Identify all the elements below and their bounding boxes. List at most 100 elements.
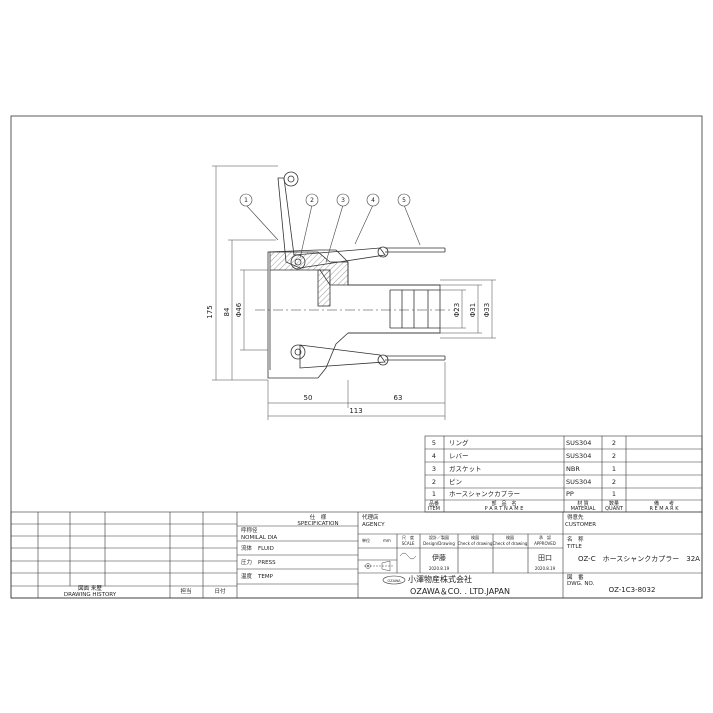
designer-name: 伊藤	[432, 553, 446, 562]
header-item-en: ITEM	[428, 506, 440, 512]
balloon-1-label: 1	[244, 197, 248, 204]
header-name-jp: 部 品 名	[491, 500, 516, 507]
dim-50: 50	[304, 394, 313, 402]
company-name-jp: 小澤物産株式会社	[408, 574, 472, 584]
projection-symbol-icon	[364, 552, 417, 572]
unit-value: mm	[383, 538, 391, 543]
agency-label-jp: 代理店	[362, 513, 379, 521]
approved-label-en: APPROVED	[534, 541, 556, 546]
part-row-5-no: 5	[432, 439, 436, 447]
header-remark-jp: 備 考	[654, 500, 674, 507]
customer-label-jp: 得意先	[567, 513, 584, 521]
gasket	[317, 269, 331, 307]
check2-label-jp: 検図	[506, 534, 514, 540]
title-value: OZ-C ホースシャンクカプラー 32A	[578, 555, 700, 563]
part-row-5-name: リング	[449, 438, 469, 447]
header-qty-jp: 数量	[609, 500, 619, 507]
company-name-en: OZAWA＆CO. . LTD.JAPAN	[410, 587, 510, 596]
date-designed: 2020.8.19	[429, 566, 450, 571]
part-row-3-qty: 1	[612, 465, 616, 473]
coupler-body-outline	[267, 249, 441, 379]
history-label-jp: 図面 来歴	[78, 584, 102, 592]
check-label-en: Check of drawing	[458, 541, 493, 546]
part-row-1-qty: 1	[612, 490, 616, 498]
header-qty-en: QUANT	[605, 506, 624, 512]
spec-label-jp: 仕 様	[310, 513, 327, 521]
balloon-4-label: 4	[371, 197, 375, 204]
dwg-number: OZ-1C3-8032	[609, 586, 656, 594]
part-row-4-material: SUS304	[566, 452, 591, 460]
dim-63: 63	[394, 394, 403, 402]
nominal-label-en: NOMILAL DIA	[241, 535, 277, 541]
part-row-5-material: SUS304	[566, 439, 591, 447]
nominal-label-jp: 呼称径	[241, 526, 258, 534]
balloon-5	[397, 193, 411, 207]
dim-dia23: Φ23	[453, 303, 461, 317]
unit-label: 単位	[362, 537, 370, 543]
title-label-jp: 名 称	[567, 535, 584, 543]
dim-dia31: Φ31	[469, 303, 477, 317]
press-label: 圧力	[241, 558, 252, 566]
coupler-section-view	[255, 171, 455, 379]
header-material-en: MATERIAL	[571, 506, 596, 512]
history-label-en: DRAWING HISTORY	[64, 592, 117, 598]
check-label-jp: 検図	[471, 534, 479, 540]
balloon-3	[336, 193, 350, 207]
temp-label: 温度	[241, 572, 253, 580]
part-row-4-qty: 2	[612, 452, 616, 460]
part-row-3-no: 3	[432, 465, 436, 473]
pin-lower	[290, 344, 306, 360]
part-row-2-no: 2	[432, 478, 436, 486]
title-block-grid	[10, 511, 703, 599]
balloon-group	[239, 193, 421, 263]
pin-upper	[290, 254, 306, 270]
dimension-lines	[212, 165, 496, 420]
approver-name: 田口	[538, 554, 552, 562]
lever-upper-eye	[283, 171, 299, 187]
balloon-4	[366, 193, 380, 207]
fluid-label-en: FLUID	[258, 546, 274, 552]
agency-label-en: AGENCY	[362, 522, 385, 528]
temp-label-en: TEMP	[257, 574, 274, 580]
dim-84: 84	[223, 307, 231, 316]
part-row-2-qty: 2	[612, 478, 616, 486]
dim-dia46: Φ46	[235, 302, 243, 317]
lever-upper	[277, 177, 386, 269]
balloon-3-label: 3	[341, 197, 345, 204]
company-logo: OZAWA	[382, 575, 406, 585]
part-row-1-no: 1	[432, 490, 436, 498]
scale-label-jp: 尺 度	[402, 534, 414, 540]
title-label-en: TITLE	[566, 544, 582, 550]
part-row-2-name: ピン	[449, 478, 462, 486]
balloon-2	[305, 193, 319, 207]
design-label-en: Design/Drawing	[423, 541, 455, 546]
header-material-jp: 材 質	[577, 500, 589, 507]
parts-list-table	[424, 435, 703, 513]
scale-label-en: SCALE	[402, 541, 415, 546]
part-row-5-qty: 2	[612, 439, 616, 447]
part-row-4-no: 4	[432, 452, 436, 460]
press-label-en: PRESS	[258, 560, 276, 566]
charge-label: 担当	[180, 587, 191, 595]
design-label-jp: 設計／製図	[429, 534, 449, 540]
part-row-1-material: PP	[566, 490, 574, 498]
dim-175: 175	[206, 305, 214, 318]
dim-dia33: Φ33	[483, 303, 491, 317]
header-item-jp: 品番	[429, 500, 439, 507]
balloon-5-label: 5	[402, 197, 406, 204]
upper-wall-hatch	[269, 251, 349, 286]
dim-113: 113	[349, 407, 362, 415]
balloon-2-label: 2	[310, 197, 314, 204]
header-name-en: P A R T N A M E	[485, 506, 524, 512]
fluid-label: 流体	[241, 544, 253, 552]
part-row-1-name: ホースシャンクカプラー	[449, 490, 520, 498]
date-approved: 2020.8.19	[535, 566, 556, 571]
spec-label-en: SPECIFICATION	[297, 521, 338, 527]
balloon-1	[239, 193, 253, 207]
approved-label-jp: 承 認	[539, 534, 551, 540]
part-row-3-name: ガスケット	[449, 464, 482, 473]
dwg-label-jp: 図 番	[567, 574, 584, 581]
part-row-3-material: NBR	[566, 465, 580, 473]
part-row-2-material: SUS304	[566, 478, 591, 486]
